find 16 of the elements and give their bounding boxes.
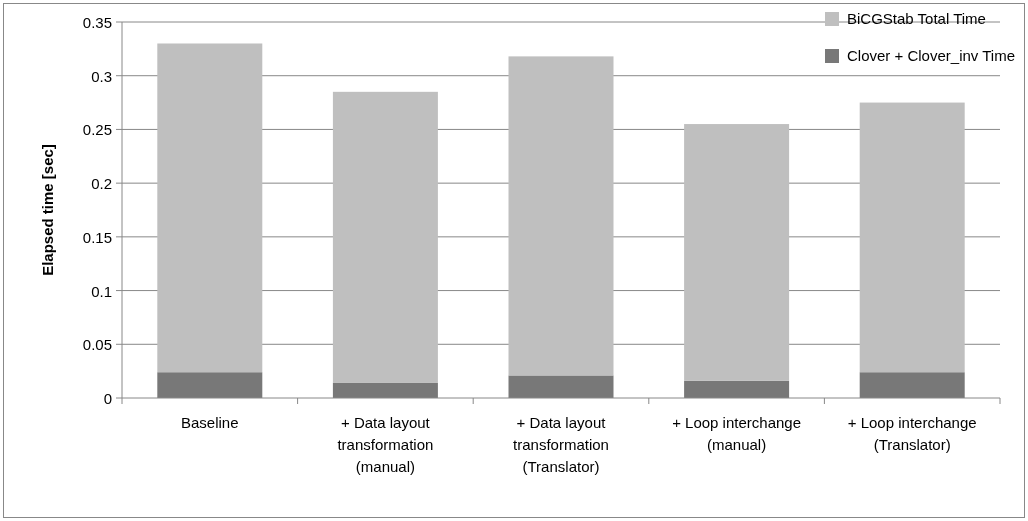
tick-label: 0.2 [91, 175, 112, 193]
tick-label: 0.1 [91, 282, 112, 300]
category-label: + Loop interchange (manual) [671, 413, 802, 455]
axis-title: Elapsed time [sec] [38, 144, 56, 276]
legend-label: BiCGStab Total Time [847, 10, 986, 27]
category-label: + Data layout transformation (manual) [336, 413, 435, 477]
tick-label: 0.25 [82, 121, 112, 139]
category-label: + Loop interchange (Translator) [846, 413, 978, 455]
category-label: Baseline [180, 413, 240, 433]
legend-label: Clover + Clover_inv Time [847, 47, 1015, 64]
tick-label: 0 [103, 390, 112, 407]
tick-label: 0.05 [82, 336, 112, 354]
tick-label: 0.15 [82, 228, 112, 246]
tick-label: 0.35 [82, 14, 112, 31]
tick-label: 0.3 [91, 67, 112, 85]
category-label: + Data layout transformation (Translator) [512, 413, 610, 477]
